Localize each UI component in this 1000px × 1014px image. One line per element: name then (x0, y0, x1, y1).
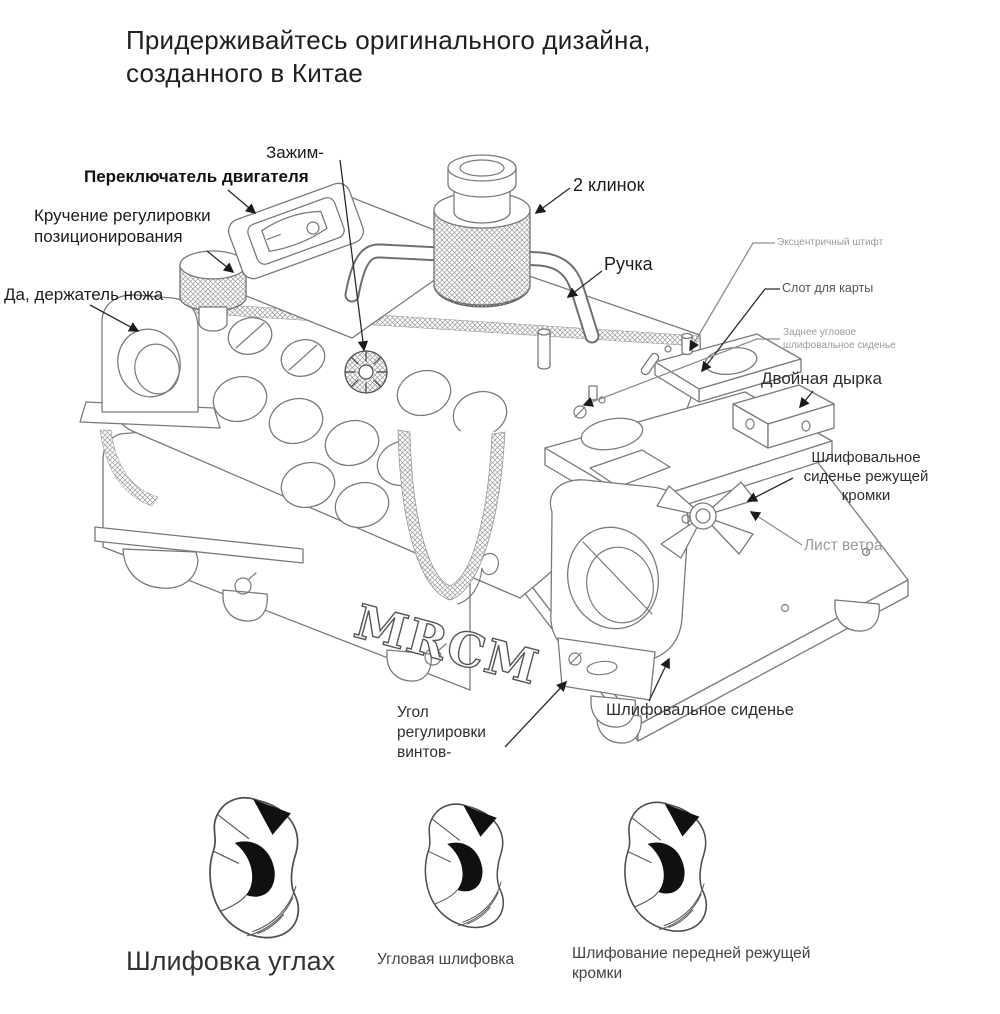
drill-bit-angle (424, 803, 505, 929)
leader-lines (89, 159, 814, 748)
label-eccentric-pin: Эксцентричный штифт (777, 237, 884, 248)
wind-sheet-fan (656, 481, 756, 559)
double-hole-bar (732, 384, 835, 449)
label-handle: Ручка (604, 254, 653, 274)
caption-angle-grinding: Угловая шлифовка (377, 951, 515, 968)
caption-front-edge-grinding: Шлифование передней режущей кромки (572, 945, 811, 983)
label-edge-grinding-seat: Шлифовальное сиденье режущей кромки (803, 449, 929, 504)
label-clamp: Зажим- (266, 143, 324, 162)
caption-corner-grinding: Шлифовка углах (126, 946, 336, 976)
power-switch (227, 182, 365, 280)
clamp-starburst-knob (344, 350, 388, 394)
drill-bit-front-edge (624, 801, 708, 932)
clamp-nut (433, 154, 531, 308)
label-double-hole: Двойная дырка (761, 369, 882, 388)
grinding-seat (549, 449, 689, 728)
label-knife-holder: Да, держатель ножа (4, 285, 164, 304)
label-grinding-seat: Шлифовальное сиденье (606, 701, 794, 719)
support-pin (537, 328, 551, 370)
drill-bit-corner (209, 796, 300, 939)
page-title: Придерживайтесь оригинального дизайна, с… (126, 25, 651, 88)
label-two-blade: 2 клинок (573, 175, 645, 195)
positioning-knob (179, 250, 247, 332)
drill-bit-illustrations (209, 796, 708, 939)
label-wind-sheet: Лист ветра (804, 537, 883, 554)
label-screw-angle: Угол регулировки винтов- (397, 704, 486, 762)
label-rear-angle-seat: Заднее угловое шлифовальное сиденье (783, 327, 896, 351)
label-positioning-twist: Кручение регулировки позиционирования (34, 206, 211, 246)
label-card-slot: Слот для карты (782, 281, 874, 295)
handle-tube (344, 243, 600, 344)
label-motor-switch: Переключатель двигателя (84, 167, 309, 186)
